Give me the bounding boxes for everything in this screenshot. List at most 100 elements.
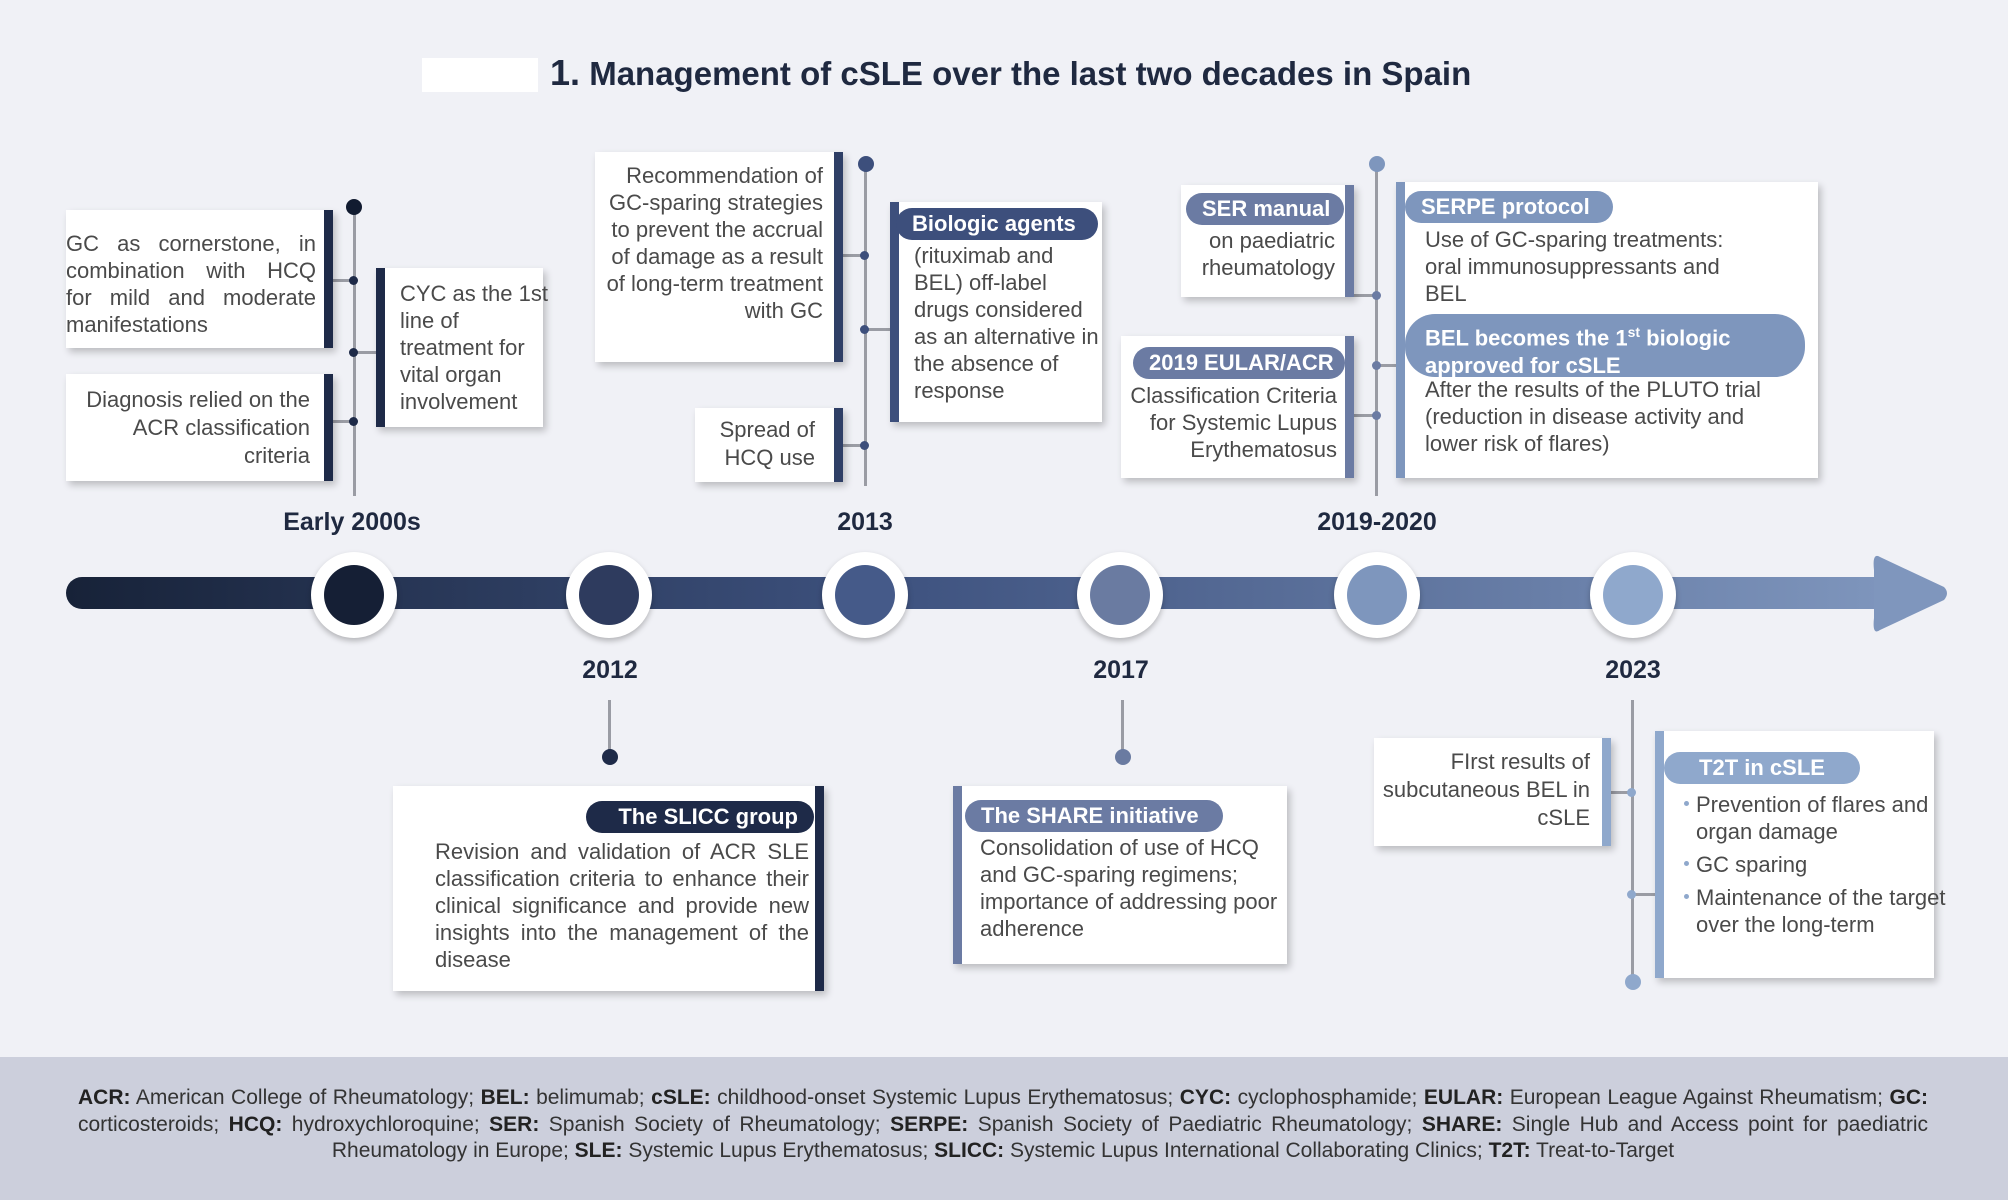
- pill-text: biologic approved for cSLE: [1425, 325, 1731, 379]
- abbr-term: SLICC:: [934, 1139, 1005, 1162]
- abbr-term: SERPE:: [890, 1112, 969, 1136]
- connector-branch: [1354, 294, 1376, 297]
- milestone-circle-2023: [1590, 552, 1676, 638]
- connector-branch: [330, 279, 354, 282]
- connector-dot: [1372, 361, 1381, 370]
- list-item: GC sparing: [1684, 851, 1946, 878]
- abbr-term: GC:: [1889, 1086, 1929, 1109]
- card-subcutaneous-bel: FIrst results of subcutaneous BEL in cSL…: [1374, 738, 1611, 846]
- connector-branch: [1611, 791, 1632, 794]
- connector-dot: [349, 417, 358, 426]
- abbr-desc: Single Hub and Access point for paediatr…: [331, 1112, 1928, 1163]
- pill-t2t: T2T in cSLE: [1664, 752, 1860, 784]
- list-item: Prevention of flares and organ damage: [1684, 791, 1946, 845]
- connector-branch: [354, 351, 378, 354]
- connector-dot: [1369, 156, 1385, 172]
- pill-eular-acr-2019: 2019 EULAR/ACR: [1133, 347, 1345, 379]
- card-text: (rituximab and BEL) off-label drugs cons…: [914, 243, 1099, 403]
- connector-dot: [1627, 890, 1636, 899]
- card-cyc-first-line: CYC as the 1st line of treatment for vit…: [376, 268, 548, 427]
- milestone-circle-2013: [822, 552, 908, 638]
- milestone-circle-early2000s: [311, 552, 397, 638]
- abbr-term: HCQ:: [228, 1112, 283, 1136]
- card-diagnosis-acr: Diagnosis relied on the ACR classificati…: [66, 374, 333, 481]
- abbr-term: EULAR:: [1423, 1086, 1504, 1109]
- page-title: 1. Management of cSLE over the last two …: [550, 52, 1471, 94]
- pill-sup: st: [1627, 324, 1641, 340]
- card-text: CYC as the 1st line of treatment for vit…: [400, 281, 548, 414]
- abbr-desc: Treat-to-Target: [1530, 1139, 1675, 1162]
- card-text: Consolidation of use of HCQ and GC-spari…: [980, 835, 1278, 941]
- connector-branch: [842, 254, 865, 257]
- card-text: Use of GC-sparing treatments: oral immun…: [1425, 227, 1724, 306]
- abbr-desc: Spanish Society of Paediatric Rheumatolo…: [968, 1112, 1422, 1136]
- card-text: GC as cornerstone, in combination with H…: [66, 231, 316, 337]
- t2t-list: Prevention of flares and organ damage GC…: [1678, 791, 1946, 944]
- connector-dot: [349, 348, 358, 357]
- pill-text: BEL becomes the 1: [1425, 325, 1628, 351]
- title-number: 1.: [550, 52, 581, 93]
- timeline-arrowhead: [1873, 555, 1947, 632]
- abbr-term: T2T:: [1488, 1139, 1531, 1162]
- year-label-2023: 2023: [1605, 656, 1661, 684]
- milestone-circle-2019: [1334, 552, 1420, 638]
- connector-2017: [1121, 700, 1124, 755]
- pill-bel-first-biologic: BEL becomes the 1st biologic approved fo…: [1405, 314, 1805, 379]
- connector-2023: [1631, 700, 1634, 982]
- abbr-term: SLE:: [574, 1139, 623, 1162]
- timeline-bar: [66, 577, 1896, 609]
- card-text: Spread of HCQ use: [719, 417, 815, 470]
- card-hcq-spread: Spread of HCQ use: [695, 408, 843, 482]
- abbr-desc: American College of Rheumatology;: [130, 1086, 481, 1109]
- title-blank-box: [422, 58, 538, 92]
- connector-dot: [1372, 411, 1381, 420]
- year-label-early2000s: Early 2000s: [283, 508, 421, 536]
- abbr-desc: Systemic Lupus Erythematosus;: [622, 1139, 935, 1162]
- connector-2013: [864, 163, 867, 486]
- connector-branch: [1632, 893, 1656, 896]
- abbr-term: CYC:: [1179, 1086, 1232, 1109]
- connector-dot: [349, 276, 358, 285]
- connector-2019-2020: [1375, 164, 1378, 496]
- abbr-desc: hydroxychloroquine;: [282, 1112, 490, 1136]
- timeline-arrow: [66, 555, 1947, 632]
- card-text: Recommendation of GC-sparing strategies …: [606, 163, 823, 323]
- milestone-circle-2012: [566, 552, 652, 638]
- pill-ser-manual: SER manual: [1186, 193, 1344, 225]
- card-text: FIrst results of subcutaneous BEL in cSL…: [1382, 749, 1590, 830]
- pill-share-initiative: The SHARE initiative: [965, 800, 1223, 832]
- connector-branch: [330, 420, 354, 423]
- pill-biologic-agents: Biologic agents: [896, 208, 1098, 240]
- list-item: Maintenance of the target over the long-…: [1684, 885, 1946, 937]
- card-t2t: Prevention of flares and organ damage GC…: [1655, 731, 1946, 978]
- title-text: Management of cSLE over the last two dec…: [589, 55, 1472, 92]
- abbr-desc: European League Against Rheumatism;: [1503, 1086, 1890, 1109]
- card-gc-sparing-recommendation: Recommendation of GC-sparing strategies …: [595, 152, 843, 362]
- abbr-desc: cyclophosphamide;: [1231, 1086, 1424, 1109]
- connector-dot: [1625, 974, 1641, 990]
- abbreviations-footer: ACR: American College of Rheumatology; B…: [0, 1057, 2008, 1200]
- connector-dot: [1115, 749, 1131, 765]
- connector-branch: [1354, 414, 1376, 417]
- card-text: Diagnosis relied on the ACR classificati…: [86, 387, 310, 468]
- connector-dot: [860, 251, 869, 260]
- abbr-term: BEL:: [480, 1086, 530, 1109]
- abbr-term: ACR:: [78, 1086, 131, 1109]
- milestone-circle-2017: [1077, 552, 1163, 638]
- card-text: Classification Criteria for Systemic Lup…: [1130, 383, 1337, 462]
- abbr-term: SER:: [489, 1112, 540, 1136]
- card-gc-cornerstone: GC as cornerstone, in combination with H…: [66, 210, 333, 348]
- connector-dot: [1627, 788, 1636, 797]
- connector-branch: [842, 444, 865, 447]
- abbr-desc: childhood-onset Systemic Lupus Erythemat…: [710, 1086, 1180, 1109]
- abbr-desc: Systemic Lupus International Collaborati…: [1004, 1139, 1489, 1162]
- year-label-2012: 2012: [582, 656, 638, 684]
- pill-slicc-group: The SLICC group: [586, 801, 814, 833]
- abbr-term: cSLE:: [651, 1086, 711, 1109]
- abbr-desc: Spanish Society of Rheumatology;: [539, 1112, 891, 1136]
- year-label-2013: 2013: [837, 508, 893, 536]
- connector-branch: [1376, 364, 1398, 367]
- abbreviations-text: ACR: American College of Rheumatology; B…: [78, 1085, 1928, 1165]
- connector-dot: [860, 441, 869, 450]
- year-label-2017: 2017: [1093, 656, 1149, 684]
